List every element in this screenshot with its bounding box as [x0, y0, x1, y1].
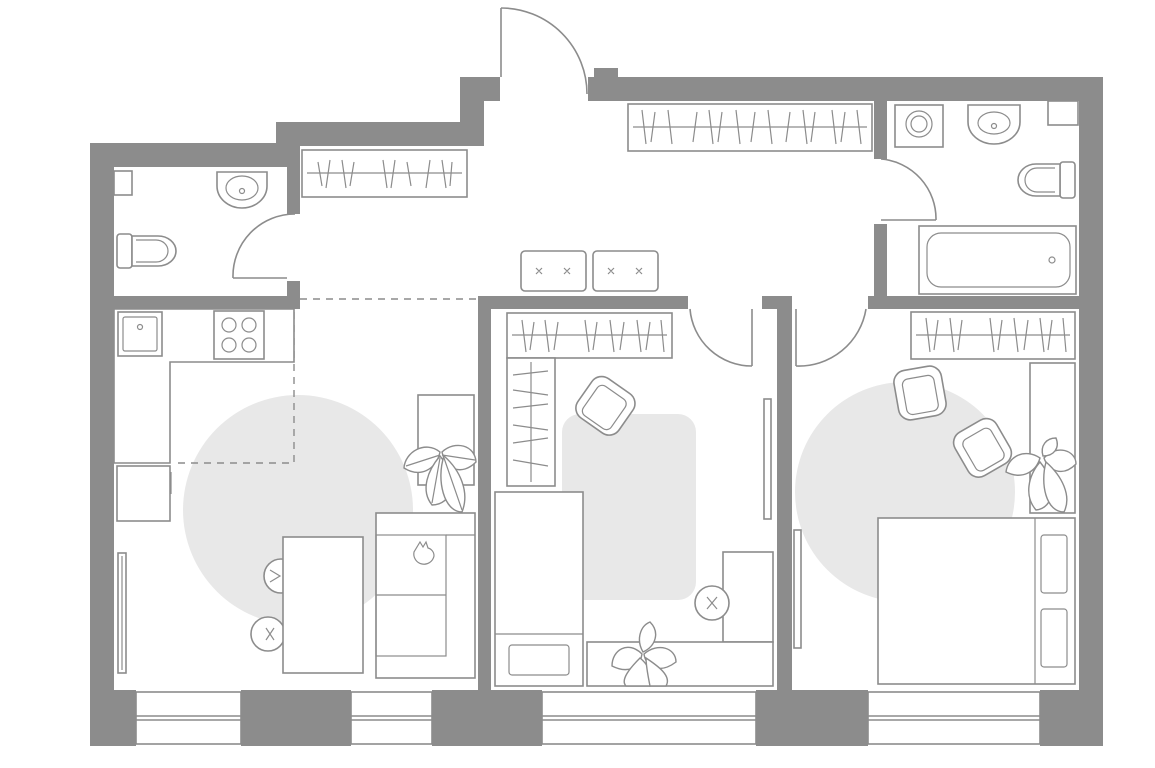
hall-wardrobe-left: [301, 149, 468, 198]
armchair-icon: [893, 365, 947, 421]
bench-icon: [592, 250, 659, 292]
kitchen-living: [113, 308, 477, 679]
partition: [874, 101, 887, 159]
fridge: [116, 465, 171, 522]
toilet-icon: [116, 233, 133, 269]
window: [541, 691, 757, 745]
desk-icon: [722, 551, 774, 643]
washing-machine-icon: [894, 104, 944, 148]
bench-icon: [520, 250, 587, 292]
window: [350, 691, 433, 745]
partition: [868, 296, 1079, 309]
armchair-icon: [575, 375, 636, 436]
outer-wall-top-mid: [276, 122, 484, 146]
plant-icon: [611, 621, 677, 687]
wall-nib: [594, 68, 618, 80]
cat-icon: [413, 540, 435, 565]
cooktop-icon: [213, 310, 265, 360]
radiator: [763, 398, 772, 520]
partition: [478, 296, 491, 690]
window: [867, 691, 1041, 745]
door-swing: [795, 308, 867, 367]
outer-wall-top-right: [588, 77, 1103, 101]
shaft-icon: [1047, 100, 1079, 126]
chair-icon: [250, 616, 286, 652]
wall-pier: [241, 690, 351, 746]
partition: [478, 296, 688, 309]
sink-icon: [216, 171, 268, 209]
toilet-icon: [1059, 161, 1076, 199]
dining-table-icon: [282, 536, 364, 674]
plant-icon: [403, 444, 477, 513]
outer-wall-left: [90, 143, 114, 746]
hall-bench: [520, 250, 659, 292]
partition: [874, 224, 887, 309]
wall-pier: [432, 690, 542, 746]
bathtub-icon: [918, 225, 1077, 295]
wall-pier: [756, 690, 868, 746]
kitchen-sink-icon: [117, 311, 163, 357]
small-bathroom: [116, 171, 268, 269]
armchair-icon: [952, 417, 1013, 478]
hall-wardrobe-right: [627, 103, 873, 152]
door-swing: [880, 158, 937, 221]
large-bathroom: [894, 104, 1077, 295]
wall-step: [460, 77, 500, 101]
door-swing: [689, 308, 753, 367]
walls: [90, 68, 1103, 746]
play-rug: [562, 414, 696, 600]
door-swing: [232, 213, 296, 279]
outer-wall-right: [1079, 77, 1103, 746]
partition: [287, 146, 300, 214]
double-bed-icon: [877, 517, 1076, 685]
partition: [114, 296, 300, 309]
plant-icon: [1005, 437, 1077, 513]
doors: [232, 7, 937, 367]
shaft-icon: [113, 170, 133, 196]
outer-wall-top-left: [90, 143, 276, 167]
wall-pier: [90, 690, 136, 746]
children-room: [494, 312, 774, 687]
partition: [777, 296, 792, 690]
window: [135, 691, 242, 745]
bedroom: [793, 311, 1077, 685]
entrance-door-swing: [500, 7, 588, 95]
sink-icon: [967, 104, 1021, 145]
wall-pier: [1040, 690, 1103, 746]
windows: [135, 691, 1041, 745]
radiator: [793, 529, 802, 649]
bed-icon: [494, 491, 584, 687]
